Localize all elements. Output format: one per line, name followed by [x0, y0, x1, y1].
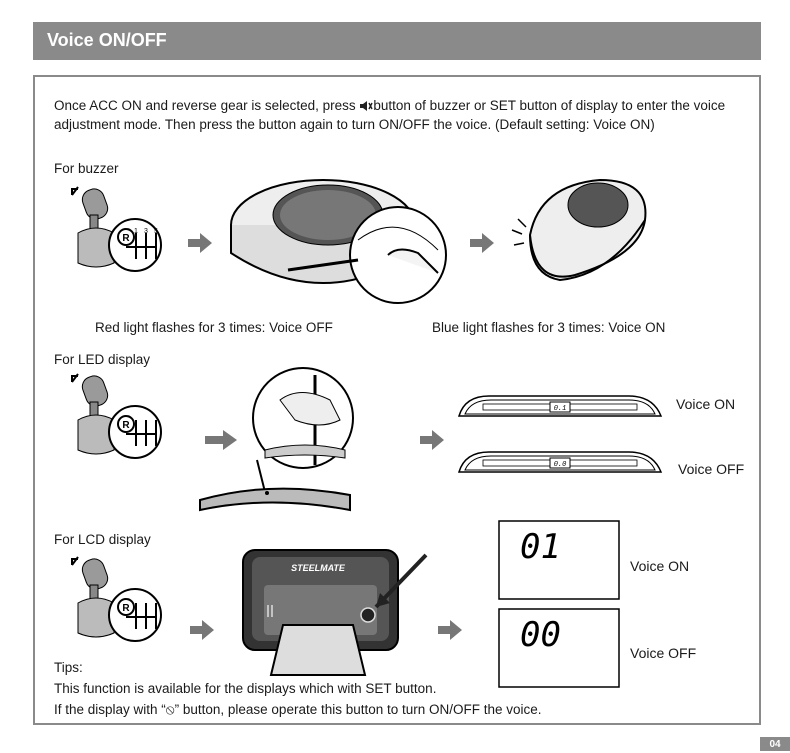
buzzer-blue-caption: Blue light flashes for 3 times: Voice ON [432, 320, 666, 335]
gear-shift-illustration: R [71, 556, 162, 642]
led-bar-voice-off: 0.0 [457, 451, 663, 473]
tips-line-2-end: ” button, please operate this button to … [174, 702, 542, 717]
speaker-mute-icon [360, 101, 374, 111]
intro-text-start: Once ACC ON and reverse gear is selected… [54, 98, 360, 113]
tips-heading: Tips: [54, 660, 83, 675]
section-title: Voice ON/OFF [47, 30, 167, 50]
gear-shift-illustration: R 1 3 5 [71, 186, 162, 272]
svg-text:R: R [122, 603, 130, 614]
page-number: 04 [760, 737, 790, 751]
tips-line-2-start: If the display with “ [54, 702, 166, 717]
content-frame [33, 75, 761, 725]
led-press-illustration [199, 367, 354, 512]
intro-paragraph: Once ACC ON and reverse gear is selected… [54, 96, 744, 134]
lcd-voice-off-label: Voice OFF [630, 645, 697, 661]
svg-text:R: R [122, 233, 130, 244]
svg-text:R: R [122, 420, 130, 431]
arrow-right-icon [188, 233, 212, 253]
arrow-right-icon [205, 430, 237, 450]
lcd-brand-logo: STEELMATE [291, 563, 346, 573]
lcd-screen-voice-off: 00 [498, 608, 620, 688]
led-off-readout: 0.0 [554, 461, 567, 469]
led-voice-on-label: Voice ON [676, 396, 736, 412]
lcd-voice-on-label: Voice ON [630, 558, 690, 574]
section-header: Voice ON/OFF [33, 22, 761, 60]
tips-line-2: If the display with “⦸” button, please o… [54, 702, 542, 718]
arrow-right-icon [438, 620, 462, 640]
arrow-right-icon [420, 430, 444, 450]
led-on-readout: 0.1 [554, 405, 567, 413]
lcd-monitor-illustration: STEELMATE [242, 549, 428, 676]
lcd-off-digits: 00 [520, 615, 561, 655]
tips-line-1: This function is available for the displ… [54, 681, 437, 696]
led-voice-off-label: Voice OFF [678, 461, 745, 477]
led-heading: For LED display [54, 352, 151, 367]
arrow-right-icon [470, 233, 494, 253]
svg-text:3: 3 [144, 228, 148, 235]
led-bar-voice-on: 0.1 [457, 395, 663, 417]
lcd-on-digits: 01 [520, 527, 561, 567]
lcd-screen-voice-on: 01 [498, 520, 620, 600]
svg-text:5: 5 [154, 228, 158, 235]
svg-text:1: 1 [134, 228, 138, 235]
gear-shift-illustration: R [71, 373, 162, 459]
intro-text-end: button of buzzer or SET button of displa… [54, 98, 726, 132]
buzzer-red-caption: Red light flashes for 3 times: Voice OFF [95, 320, 333, 335]
buzzer-press-illustration [230, 179, 447, 304]
arrow-right-icon [190, 620, 214, 640]
lcd-heading: For LCD display [54, 532, 151, 547]
buzzer-heading: For buzzer [54, 161, 119, 176]
mute-symbol-icon: ⦸ [165, 702, 175, 717]
buzzer-flash-illustration [511, 178, 647, 282]
